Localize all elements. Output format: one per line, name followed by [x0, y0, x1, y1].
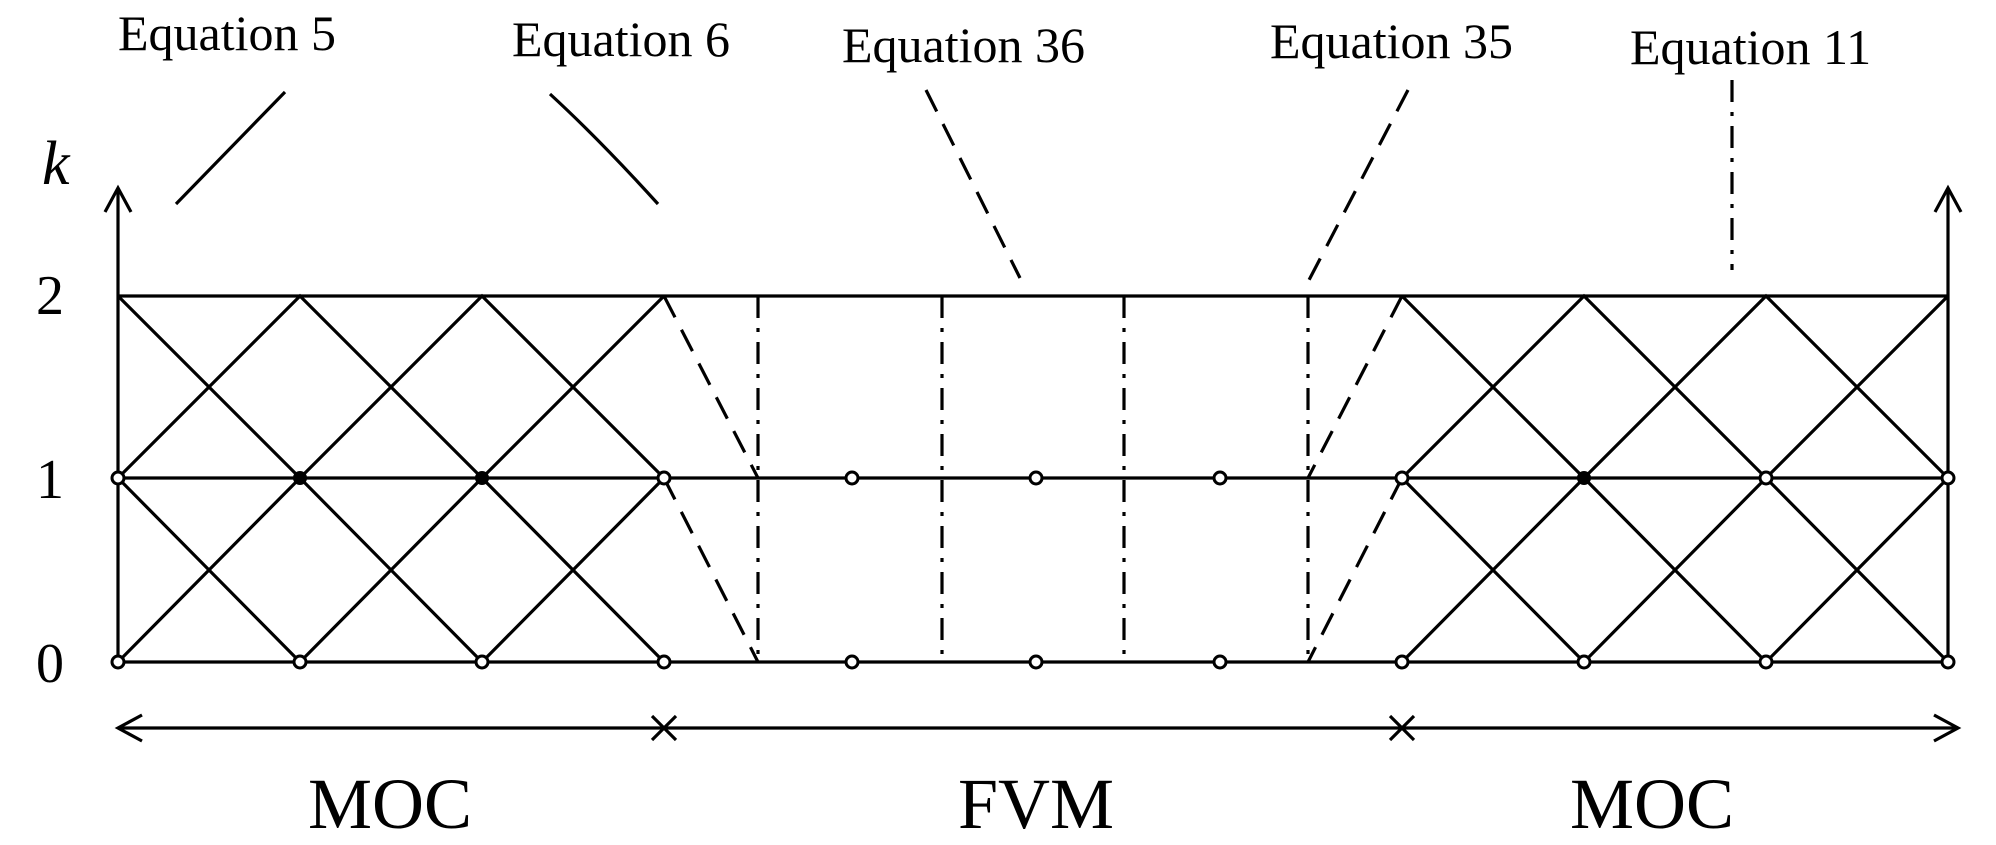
- k-tick-0: 0: [36, 633, 64, 695]
- equation-6-leader: [548, 92, 660, 206]
- equation-35-leader: [1306, 89, 1410, 283]
- left-moc-characteristics: [116, 293, 666, 665]
- left-interface-dashes: [662, 295, 760, 663]
- middle-region-label: FVM: [958, 764, 1114, 844]
- equation-36-label: Equation 36: [842, 17, 1085, 73]
- equation-5-label: Equation 5: [118, 5, 336, 61]
- equation-6-label: Equation 6: [512, 11, 730, 67]
- equation-36-leader: [924, 89, 1022, 279]
- grid-nodes: [110, 470, 1956, 670]
- right-interface-dashes: [1306, 295, 1404, 663]
- equation-35-label: Equation 35: [1270, 13, 1513, 69]
- left-region-label: MOC: [308, 764, 472, 844]
- k-tick-2: 2: [36, 265, 64, 327]
- region-span-arrows: [114, 713, 1962, 743]
- right-region-label: MOC: [1570, 764, 1734, 844]
- equation-11-label: Equation 11: [1630, 19, 1871, 75]
- equation-5-leader: [174, 90, 287, 206]
- right-moc-characteristics: [1400, 293, 1950, 665]
- k-tick-1: 1: [36, 449, 64, 511]
- k-axis-label: k: [42, 130, 71, 198]
- fvm-cell-boundaries: [756, 296, 1310, 662]
